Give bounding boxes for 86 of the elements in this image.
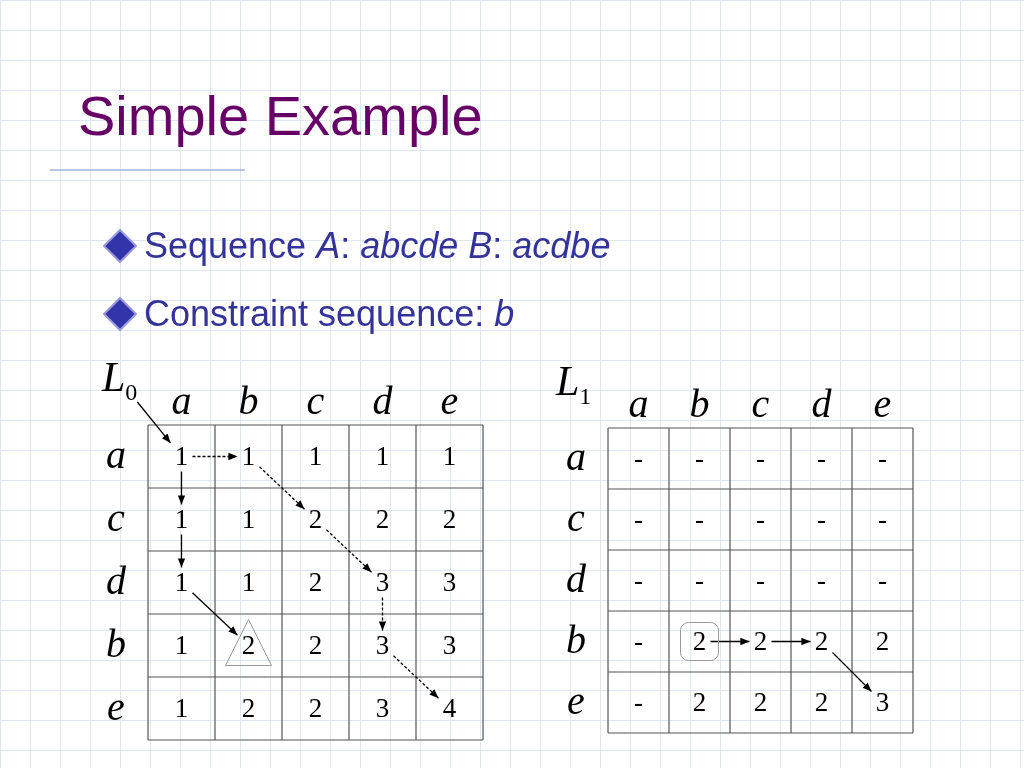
cell-value: 2: [304, 630, 327, 661]
cell-value: 2: [688, 687, 711, 718]
arrow: [177, 470, 186, 506]
column-header: e: [872, 384, 893, 424]
column-header: e: [439, 381, 460, 421]
cell-value: -: [871, 443, 894, 474]
cell-value: 2: [237, 693, 260, 724]
cell-value: 1: [304, 441, 327, 472]
cell-value: -: [749, 504, 772, 535]
cell-value: 1: [438, 441, 461, 472]
row-header: d: [565, 558, 587, 599]
cell-value: 1: [170, 567, 193, 598]
cell-value: 1: [170, 504, 193, 535]
cell-value: 3: [371, 693, 394, 724]
cell-value: 2: [304, 504, 327, 535]
cell-value: 3: [871, 687, 894, 718]
cell-value: 1: [237, 504, 260, 535]
cell-value: 2: [438, 504, 461, 535]
column-header: c: [305, 381, 326, 421]
row-header: a: [565, 436, 587, 477]
cell-value: -: [627, 504, 650, 535]
matrix-label: L$_{1}$: [556, 360, 592, 409]
cell-value: 2: [810, 687, 833, 718]
column-header: b: [688, 384, 711, 424]
arrow: [191, 452, 239, 461]
row-header: e: [106, 686, 126, 727]
cell-value: -: [871, 504, 894, 535]
column-header: b: [237, 381, 260, 421]
cell-value: 2: [749, 687, 772, 718]
cell-value: -: [627, 565, 650, 596]
row-header: e: [566, 680, 586, 721]
arrow: [136, 401, 172, 444]
cell-value: 4: [438, 693, 461, 724]
arrow: [191, 592, 239, 636]
cell-value: -: [627, 687, 650, 718]
column-header: a: [627, 384, 650, 424]
cell-value: 2: [371, 504, 394, 535]
row-header: d: [105, 560, 127, 601]
column-header: a: [170, 381, 193, 421]
cell-value: -: [810, 504, 833, 535]
arrow: [177, 533, 186, 569]
cell-value: -: [810, 565, 833, 596]
cell-value: 2: [304, 693, 327, 724]
cell-value: -: [688, 565, 711, 596]
cell-value: 2: [749, 626, 772, 657]
row-header: b: [565, 619, 587, 660]
row-header: c: [566, 497, 586, 538]
arrow: [258, 466, 306, 510]
cell-value: 1: [371, 441, 394, 472]
row-header: a: [105, 434, 127, 475]
cell-value: 2: [688, 626, 711, 657]
bullet-text: Constraint sequence: b: [144, 296, 515, 332]
column-header: c: [750, 384, 771, 424]
arrow: [392, 655, 440, 699]
cell-value: 3: [371, 630, 394, 661]
cell-value: -: [871, 565, 894, 596]
cell-value: 1: [237, 441, 260, 472]
cell-value: 3: [438, 630, 461, 661]
cell-value: 2: [810, 626, 833, 657]
cell-value: 2: [304, 567, 327, 598]
matrix-label: L$_{0}$: [102, 356, 138, 405]
cell-value: -: [810, 443, 833, 474]
cell-value: 2: [871, 626, 894, 657]
cell-value: -: [688, 443, 711, 474]
cell-value: -: [749, 565, 772, 596]
cell-value: 2: [237, 630, 260, 661]
cell-value: 1: [170, 441, 193, 472]
cell-value: -: [749, 443, 772, 474]
column-header: d: [810, 384, 833, 424]
arrow: [378, 596, 387, 632]
arrow: [770, 637, 812, 646]
cell-value: -: [627, 443, 650, 474]
cell-value: -: [627, 626, 650, 657]
cell-value: 1: [237, 567, 260, 598]
column-header: d: [371, 381, 394, 421]
cell-value: 3: [371, 567, 394, 598]
arrow: [709, 637, 751, 646]
cell-value: 1: [170, 630, 193, 661]
cell-value: -: [688, 504, 711, 535]
cell-value: 3: [438, 567, 461, 598]
row-header: c: [106, 497, 126, 538]
row-header: b: [105, 623, 127, 664]
cell-value: 1: [170, 693, 193, 724]
bullet-text: Sequence A: abcde B: acdbe: [144, 228, 611, 264]
arrow: [831, 651, 873, 693]
arrow: [325, 529, 373, 573]
